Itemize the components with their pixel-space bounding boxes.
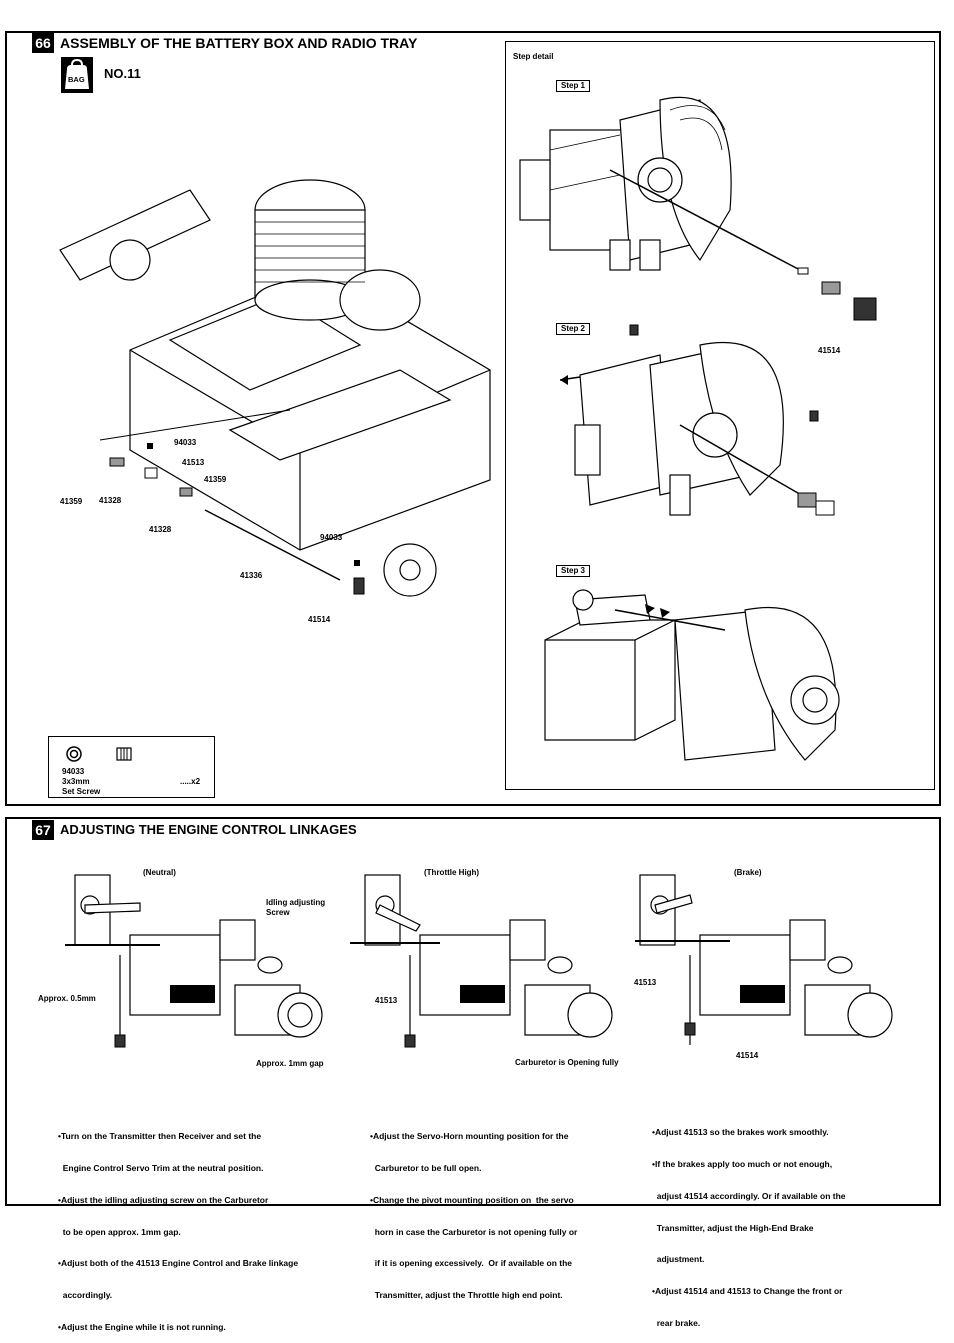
part-94033-a: 94033 bbox=[174, 438, 197, 447]
step1-part-label: 41514 bbox=[818, 346, 841, 355]
brake-part2-label: 41514 bbox=[736, 1051, 759, 1060]
set-screw-icon bbox=[66, 746, 82, 762]
idling-label-2: Screw bbox=[266, 908, 290, 917]
part-41359-b: 41359 bbox=[204, 475, 227, 484]
bag-label: BAG bbox=[68, 75, 85, 84]
brake-illustration bbox=[635, 874, 893, 1045]
panel-label-neutral: (Neutral) bbox=[143, 868, 176, 877]
section-number: 66 bbox=[32, 33, 54, 53]
set-screw-side-icon bbox=[116, 747, 132, 761]
step-2-tag: Step 2 bbox=[556, 323, 591, 335]
part-41514: 41514 bbox=[308, 615, 331, 624]
part-41359-a: 41359 bbox=[60, 497, 83, 506]
step2-illustration bbox=[559, 324, 835, 516]
notes-left: •Turn on the Transmitter then Receiver a… bbox=[58, 1131, 299, 1332]
parts-box bbox=[48, 736, 215, 798]
step-detail-label: Step detail bbox=[513, 52, 554, 61]
section-title: ADJUSTING THE ENGINE CONTROL LINKAGES bbox=[60, 822, 357, 837]
step3-illustration bbox=[544, 589, 840, 761]
brake-part1-label: 41513 bbox=[634, 978, 657, 987]
notes-right: •Adjust 41513 so the brakes work smoothl… bbox=[652, 1127, 846, 1328]
step-detail-box bbox=[505, 41, 935, 790]
step1-illustration bbox=[519, 96, 877, 321]
part-41328-a: 41328 bbox=[99, 496, 122, 505]
section-66-panel bbox=[5, 31, 941, 806]
parts-box-code: 94033 bbox=[62, 767, 85, 776]
notes-mid: •Adjust the Servo-Horn mounting position… bbox=[370, 1131, 578, 1301]
panel-label-brake: (Brake) bbox=[734, 868, 762, 877]
part-94033-b: 94033 bbox=[320, 533, 343, 542]
section-number: 67 bbox=[32, 820, 54, 840]
step-1-tag: Step 1 bbox=[556, 80, 591, 92]
part-41513: 41513 bbox=[182, 458, 205, 467]
throttle-illustration bbox=[350, 874, 613, 1048]
parts-box-size: 3x3mm bbox=[62, 777, 90, 786]
bag-number: NO.11 bbox=[104, 66, 141, 81]
approx-05-label: Approx. 0.5mm bbox=[38, 994, 96, 1003]
section-67-panel bbox=[5, 817, 941, 1206]
step-3-tag: Step 3 bbox=[556, 565, 591, 577]
idling-label-1: Idling adjusting bbox=[266, 898, 326, 907]
main-assembly-illustration bbox=[59, 179, 491, 597]
neutral-illustration bbox=[65, 874, 323, 1048]
carb-open-label: Carburetor is Opening fully bbox=[515, 1058, 619, 1067]
part-41336: 41336 bbox=[240, 571, 263, 580]
throttle-part-label: 41513 bbox=[375, 996, 398, 1005]
part-41328-b: 41328 bbox=[149, 525, 172, 534]
parts-box-qty: .....x2 bbox=[180, 777, 201, 786]
parts-box-name: Set Screw bbox=[62, 787, 101, 796]
section-title: ASSEMBLY OF THE BATTERY BOX AND RADIO TR… bbox=[60, 35, 418, 51]
approx-1mm-label: Approx. 1mm gap bbox=[256, 1059, 324, 1068]
bag-icon: BAG bbox=[61, 57, 93, 93]
panel-label-throttle: (Throttle High) bbox=[424, 868, 480, 877]
